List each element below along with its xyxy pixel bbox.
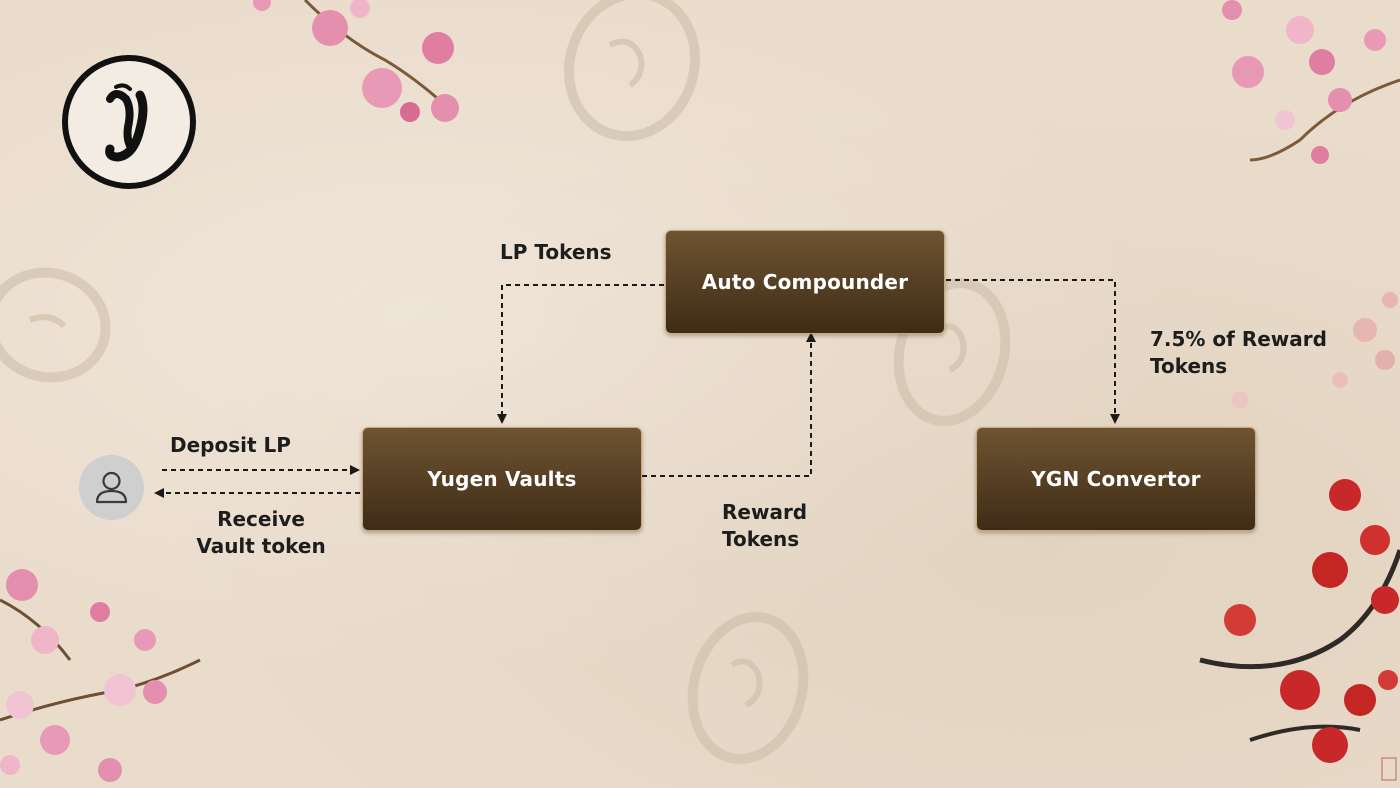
connector-autocompounder-to-vaults	[502, 285, 664, 422]
node-label: Yugen Vaults	[427, 467, 576, 491]
label-reward-tokens: Reward Tokens	[722, 499, 807, 553]
node-ygn-convertor: YGN Convertor	[976, 427, 1256, 531]
label-line: Vault token	[186, 533, 336, 560]
label-receive-vault-token: Receive Vault token	[186, 506, 336, 560]
node-label: Auto Compounder	[702, 270, 909, 294]
label-line: 7.5% of Reward	[1150, 326, 1327, 353]
connector-vaults-to-autocompounder	[642, 334, 811, 476]
user-avatar	[79, 455, 144, 520]
label-reward-percentage: 7.5% of Reward Tokens	[1150, 326, 1327, 380]
label-line: Tokens	[722, 526, 807, 553]
label-line: Tokens	[1150, 353, 1327, 380]
label-deposit-lp: Deposit LP	[170, 432, 291, 459]
label-lp-tokens: LP Tokens	[500, 239, 612, 266]
node-yugen-vaults: Yugen Vaults	[362, 427, 642, 531]
connector-autocompounder-to-convertor	[946, 280, 1115, 422]
node-auto-compounder: Auto Compounder	[665, 230, 945, 334]
user-icon	[79, 455, 144, 520]
node-label: YGN Convertor	[1031, 467, 1201, 491]
label-line: Reward	[722, 499, 807, 526]
label-line: Receive	[186, 506, 336, 533]
